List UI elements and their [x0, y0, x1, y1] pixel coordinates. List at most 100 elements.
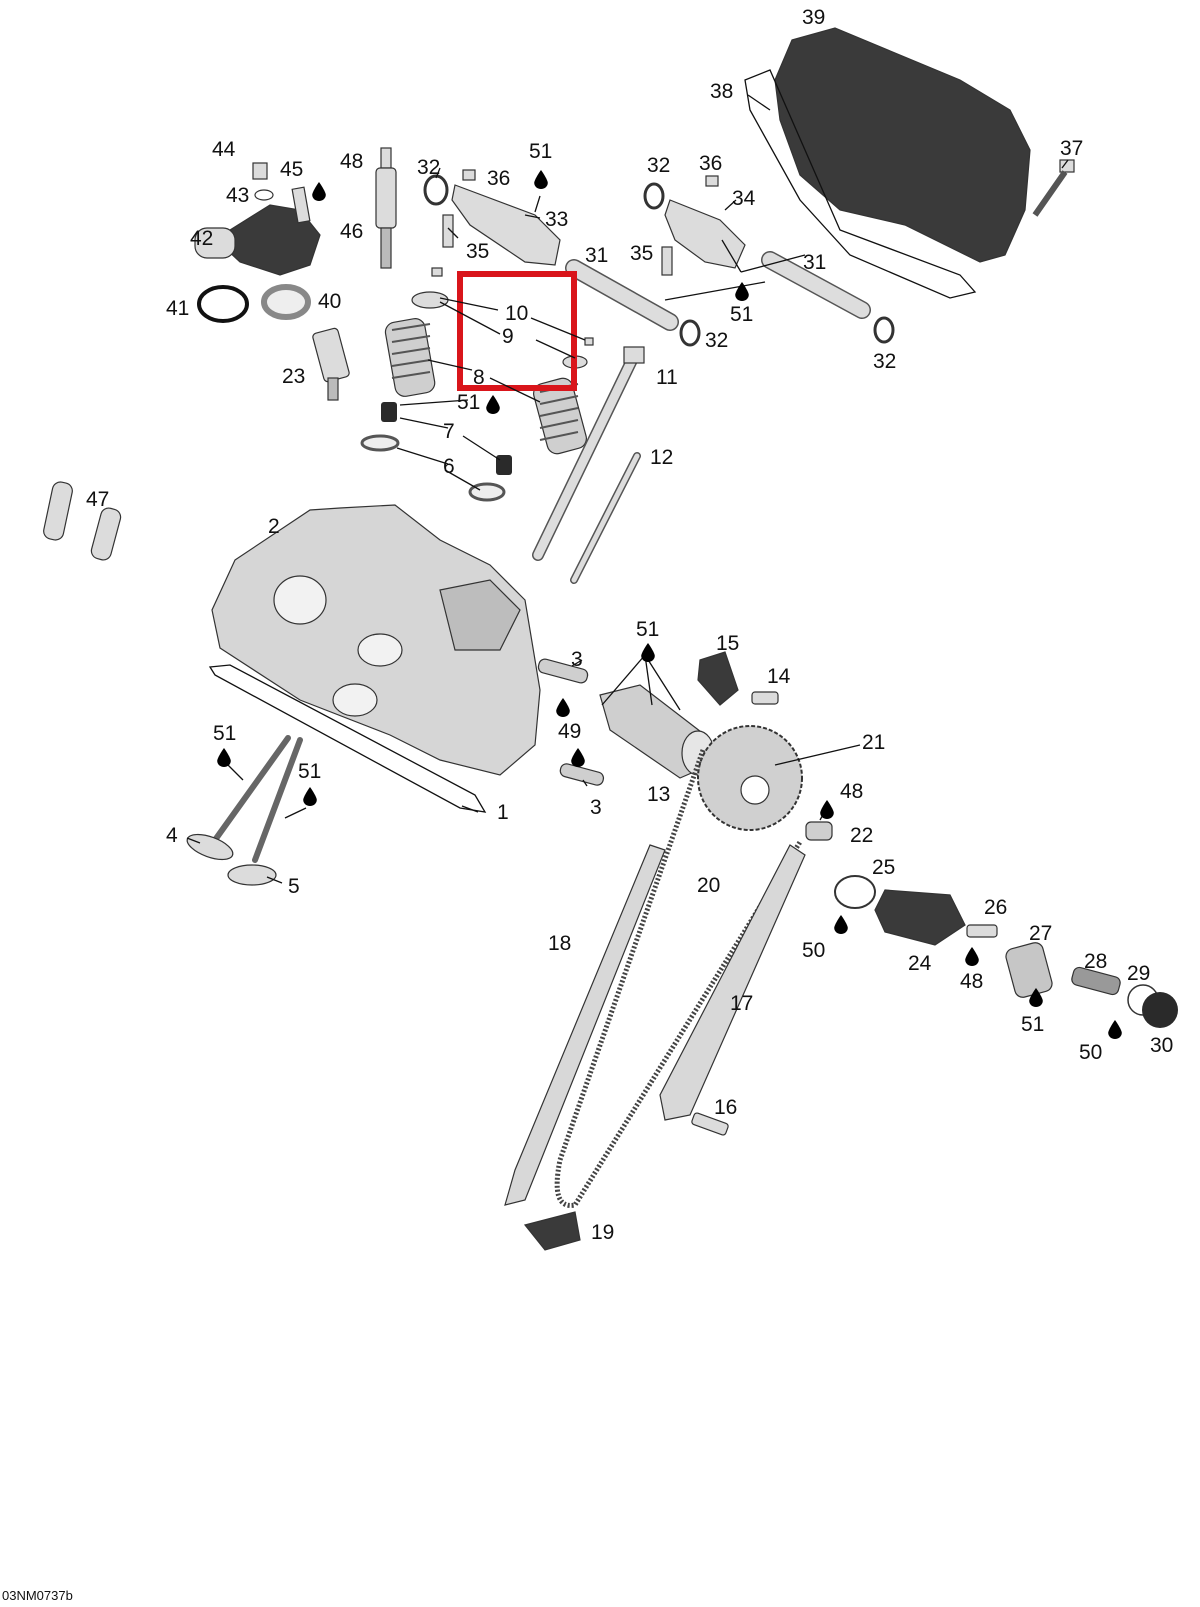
camshaft-pin — [559, 763, 605, 786]
tensioner-plug — [1142, 992, 1178, 1028]
tensioner-bolt — [966, 924, 998, 938]
tensioner-housing — [874, 889, 966, 946]
valve-spring — [384, 318, 436, 397]
callout-15: 15 — [716, 632, 739, 655]
locating-pin — [442, 214, 454, 248]
drawing-code: 03NM0737b — [2, 1588, 73, 1603]
locating-pin — [661, 246, 673, 276]
oil-drop-icon — [641, 643, 655, 662]
chain-guide — [504, 844, 666, 1206]
oil-drop-icon — [303, 787, 317, 806]
callout-41: 41 — [166, 297, 189, 320]
callout-51: 51 — [529, 140, 552, 163]
intake-valve — [212, 735, 291, 843]
spring-seat — [468, 482, 506, 502]
callout-20: 20 — [697, 874, 720, 897]
callout-51: 51 — [730, 303, 753, 326]
callout-21: 21 — [862, 731, 885, 754]
callout-35: 35 — [630, 242, 653, 265]
camshaft-pin — [537, 658, 589, 684]
callout-19: 19 — [591, 1221, 614, 1244]
callout-25: 25 — [872, 856, 895, 879]
thrust-washer — [873, 316, 895, 344]
callout-32: 32 — [705, 329, 728, 352]
cam-sprocket-hub — [740, 775, 770, 805]
head-port — [273, 575, 327, 625]
callout-35: 35 — [466, 240, 489, 263]
head-port-detail — [439, 579, 521, 651]
valve-cover-gasket — [744, 69, 977, 299]
callout-7: 7 — [443, 420, 455, 443]
callout-47: 47 — [86, 488, 109, 511]
tensioner-spring — [1071, 966, 1121, 996]
adjuster-screw — [705, 175, 719, 187]
oil-drop-icon — [217, 748, 231, 767]
callout-48: 48 — [340, 150, 363, 173]
callout-32: 32 — [647, 154, 670, 177]
valve-cover — [774, 27, 1031, 263]
callout-37: 37 — [1060, 137, 1083, 160]
small-bolt — [252, 162, 268, 180]
oil-drop-icon — [571, 748, 585, 767]
stud-head — [623, 346, 645, 364]
callout-26: 26 — [984, 896, 1007, 919]
callout-51: 51 — [1021, 1013, 1044, 1036]
callout-48: 48 — [960, 970, 983, 993]
intake-valve-head — [186, 833, 234, 861]
valve-keeper — [431, 267, 443, 277]
head-gasket — [208, 664, 487, 813]
thrust-washer — [679, 319, 701, 347]
callout-51: 51 — [213, 722, 236, 745]
callout-8: 8 — [473, 366, 485, 389]
oil-drop-icon — [556, 698, 570, 717]
callout-31: 31 — [803, 251, 826, 274]
thrust-washer — [643, 182, 665, 210]
callout-5: 5 — [288, 875, 300, 898]
housing-gasket — [261, 284, 311, 320]
callout-50: 50 — [802, 939, 825, 962]
rocker-shaft — [566, 260, 678, 330]
callout-31: 31 — [585, 244, 608, 267]
oil-drop-icon — [486, 395, 500, 414]
valve-spring — [533, 377, 587, 455]
callout-3: 3 — [590, 796, 602, 819]
callout-6: 6 — [443, 455, 455, 478]
callout-30: 30 — [1150, 1034, 1173, 1057]
callout-36: 36 — [487, 167, 510, 190]
tensioner-plunger — [1005, 942, 1053, 998]
callout-29: 29 — [1127, 962, 1150, 985]
sensor — [291, 186, 311, 224]
cylinder-head-stud — [571, 453, 640, 583]
callout-49: 49 — [558, 720, 581, 743]
callout-32: 32 — [417, 156, 440, 179]
cover-bolt — [1032, 159, 1075, 217]
rocker-shaft — [762, 252, 870, 318]
callout-1: 1 — [497, 801, 509, 824]
oil-drop-icon — [1108, 1020, 1122, 1039]
camshaft — [599, 684, 715, 779]
head-port — [357, 633, 403, 667]
valve-stem-seal — [496, 455, 512, 475]
callout-24: 24 — [908, 952, 932, 975]
callout-34: 34 — [732, 187, 756, 210]
exhaust-valve-head — [227, 864, 277, 886]
callout-40: 40 — [318, 290, 341, 313]
callout-51: 51 — [457, 391, 480, 414]
callout-38: 38 — [710, 80, 733, 103]
adjuster-screw — [462, 169, 476, 181]
callout-42: 42 — [190, 227, 213, 250]
callout-45: 45 — [280, 158, 303, 181]
callout-11: 11 — [656, 366, 678, 389]
o-ring — [197, 285, 249, 323]
callout-32: 32 — [873, 350, 896, 373]
valve-keeper — [584, 337, 594, 346]
cam-bracket — [697, 651, 739, 706]
spring-seat — [360, 434, 400, 452]
callout-36: 36 — [699, 152, 722, 175]
dowel-sleeve — [43, 481, 73, 541]
callout-13: 13 — [647, 783, 670, 806]
callout-22: 22 — [850, 824, 873, 847]
oil-drop-icon — [834, 915, 848, 934]
thrust-washer — [423, 174, 449, 206]
